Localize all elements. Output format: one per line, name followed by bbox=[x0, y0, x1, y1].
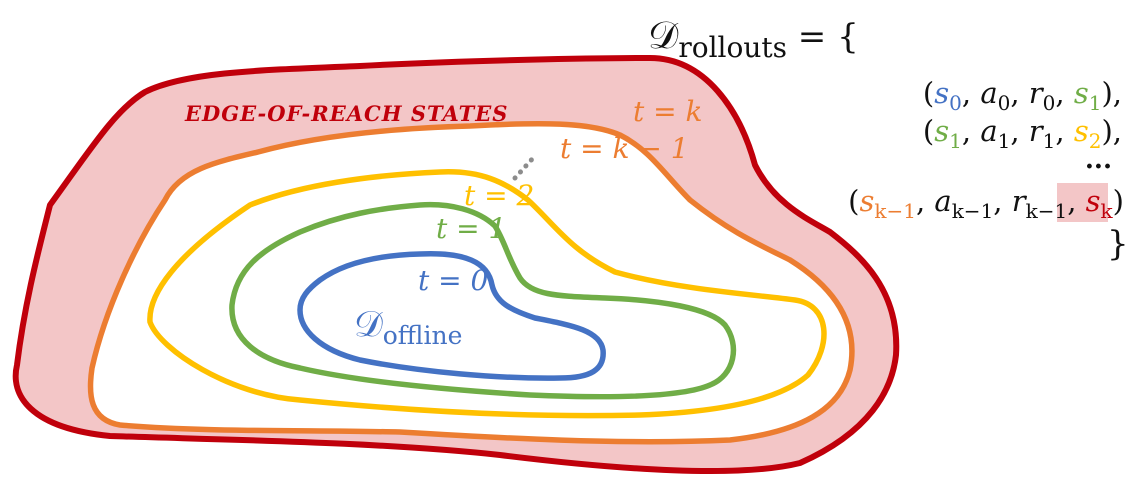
label-t-2: t = 2 bbox=[464, 179, 534, 212]
rollout-row-2: (s1, a1, r1, s2), bbox=[923, 114, 1122, 153]
label-t-1: t = 1 bbox=[436, 212, 506, 245]
label-t-k: t = k bbox=[633, 95, 703, 128]
step-ellipsis-dots bbox=[512, 154, 537, 181]
rollouts-close-brace: } bbox=[1107, 224, 1129, 264]
rollout-ellipsis: ... bbox=[1085, 145, 1112, 175]
offline-dataset-label: 𝒟offline bbox=[354, 304, 462, 350]
label-t-0: t = 0 bbox=[418, 264, 488, 297]
terminal-state-highlight bbox=[1057, 183, 1108, 222]
edge-of-reach-label: EDGE-OF-REACH STATES bbox=[184, 101, 508, 126]
rollout-row-3: (sk−1, ak−1, rk−1, sk) bbox=[848, 184, 1124, 223]
rollouts-dataset-title: 𝒟rollouts = { bbox=[648, 13, 859, 64]
rollout-row-1: (s0, a0, r0, s1), bbox=[923, 76, 1122, 115]
contour-t-0 bbox=[297, 251, 606, 381]
label-t-k-minus-1: t = k − 1 bbox=[560, 132, 689, 165]
